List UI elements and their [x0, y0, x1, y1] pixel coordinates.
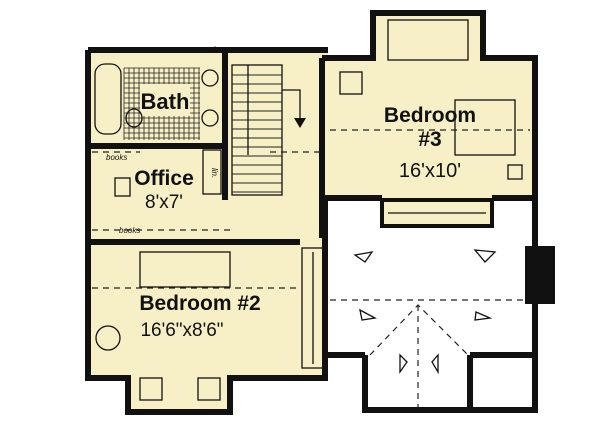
bath-label: Bath	[141, 89, 190, 114]
office-label: Office	[134, 167, 194, 190]
bath-label-bg	[140, 84, 190, 116]
bedroom3-label: Bedroom	[384, 104, 476, 127]
chimney	[525, 246, 555, 304]
bathtub	[94, 63, 122, 135]
bed	[387, 19, 469, 61]
books-note-bottom: books	[119, 226, 140, 235]
stair-arrow-icon	[294, 118, 306, 128]
toilet-icon	[125, 108, 143, 128]
desk-chair-icon	[114, 177, 131, 197]
nightstand	[507, 164, 523, 180]
office-size: 8'x7'	[145, 192, 183, 213]
bedroom3-size: 16'x10'	[399, 160, 461, 182]
open-roof-area	[330, 246, 555, 410]
dash-lines	[92, 151, 320, 231]
linen-note: lin.	[210, 168, 219, 178]
stairs: (function(){var g=document.currentScript…	[231, 64, 306, 196]
walls	[85, 10, 538, 415]
chair-icon	[139, 377, 163, 401]
bedroom3-number: #3	[418, 128, 441, 151]
chair-icon	[197, 377, 221, 401]
chair-icon	[339, 71, 363, 95]
mc-note: m/c	[206, 45, 219, 54]
linen-closet	[202, 149, 222, 195]
room-fills	[88, 13, 535, 410]
bed	[454, 99, 516, 156]
bedroom2-size: 16'6"x8'6"	[140, 320, 223, 341]
books-note-top: books	[106, 153, 127, 162]
round-table	[95, 325, 121, 351]
bed	[139, 251, 231, 288]
sink-icon	[201, 69, 219, 87]
bedroom2-label: Bedroom #2	[139, 292, 260, 315]
fixtures: (function(){var g=document.currentScript…	[94, 19, 523, 401]
sink-icon	[201, 109, 219, 127]
